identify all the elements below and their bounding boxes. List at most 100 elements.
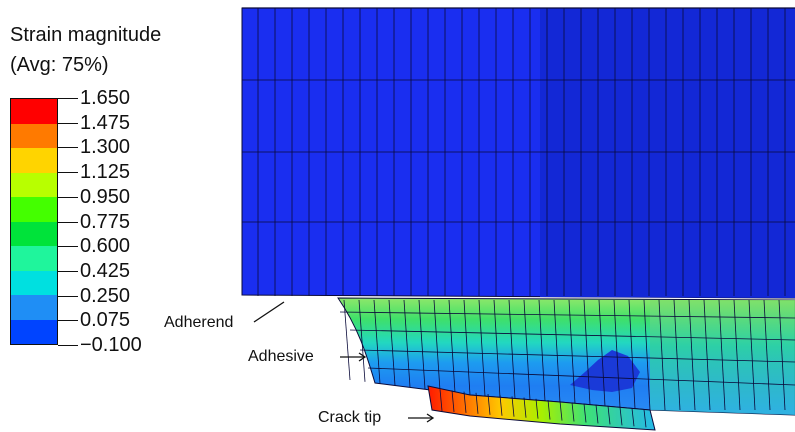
- adhesive-mesh-line: [538, 299, 546, 402]
- adhesive-mesh-line: [373, 299, 381, 384]
- adhesive-mesh-line: [493, 299, 501, 398]
- legend-tick-mark: [58, 345, 78, 346]
- crack-mesh-grid: [439, 389, 647, 428]
- crack-mesh-line: [511, 396, 515, 417]
- crack-mesh-line: [451, 390, 455, 412]
- crack-mesh-line: [475, 392, 479, 414]
- adherend-leader-line: [253, 301, 285, 323]
- adhesive-mesh-line: [418, 299, 426, 390]
- legend-title: Strain magnitude: [10, 24, 162, 46]
- crack-mesh-line: [619, 407, 623, 426]
- crack-mesh-line: [487, 393, 491, 415]
- legend-tick-mark: [58, 197, 78, 198]
- adhesive-mesh-line: [358, 299, 366, 382]
- legend-tick-mark: [58, 123, 78, 124]
- color-legend-bar: [10, 98, 58, 345]
- legend-band-8: [11, 295, 57, 320]
- legend-tick-mark: [58, 246, 78, 247]
- legend-band-2: [11, 148, 57, 173]
- legend-tick-label: 0.775: [80, 211, 131, 233]
- adhesive-mesh-line: [367, 367, 795, 386]
- adhesive-label: Adhesive: [248, 348, 314, 365]
- adhesive-mesh-line: [388, 299, 396, 386]
- legend-tick-label: 1.300: [80, 136, 131, 158]
- crack-mesh-line: [595, 404, 599, 424]
- adhesive-mesh-line: [523, 299, 531, 401]
- adhesive-mesh-line: [403, 299, 411, 388]
- legend-tick-label: 0.600: [80, 235, 131, 257]
- adherend-label: Adherend: [164, 314, 234, 331]
- low-strain-region: [570, 350, 640, 392]
- adhesive-mesh-line: [463, 299, 471, 396]
- adhesive-mesh-line: [628, 299, 636, 409]
- crack-mesh-line: [547, 399, 551, 420]
- legend-band-6: [11, 246, 57, 271]
- legend-tick-label: 0.250: [80, 285, 131, 307]
- crack-mesh-line: [499, 395, 503, 416]
- legend-band-9: [11, 319, 57, 344]
- adhesive-mesh-line: [349, 329, 795, 341]
- crack-mesh-line: [643, 409, 647, 428]
- adhesive-mesh-line: [598, 299, 606, 407]
- adhesive-mesh-line: [343, 299, 351, 381]
- legend-tick-mark: [58, 147, 78, 148]
- adhesive-mesh-grid: [339, 299, 795, 411]
- legend-tick-mark: [58, 271, 78, 272]
- legend-band-3: [11, 172, 57, 197]
- adhesive-mesh-line: [478, 299, 486, 397]
- adhesive-mesh-line: [778, 299, 786, 411]
- crack-mesh-line: [559, 401, 563, 421]
- adhesive-mesh-line: [508, 299, 516, 399]
- legend-band-0: [11, 99, 57, 124]
- legend-tick-mark: [58, 172, 78, 173]
- adhesive-mesh-line: [339, 311, 795, 319]
- adhesive-mesh-line: [433, 299, 441, 391]
- adhesive-mesh-line: [718, 299, 726, 411]
- crack-mesh-line: [631, 408, 635, 427]
- adhesive-mesh-line: [613, 299, 621, 408]
- legend-tick-label: 1.475: [80, 112, 131, 134]
- adhesive-mesh-line: [733, 299, 741, 411]
- crack-mesh-line: [439, 389, 443, 411]
- adhesive-mesh-line: [583, 299, 591, 405]
- adhesive-mesh-line: [643, 299, 651, 411]
- adhesive-mesh-line: [688, 299, 696, 411]
- crack-mesh-line: [523, 397, 527, 418]
- crack-mesh-line: [535, 398, 539, 419]
- adhesive-mesh-line: [553, 299, 561, 403]
- legend-tick-mark: [58, 320, 78, 321]
- legend-tick-mark: [58, 296, 78, 297]
- adherend-block-shaded: [540, 8, 795, 298]
- adhesive-mesh-line: [568, 299, 576, 404]
- crack-mesh-line: [607, 405, 611, 425]
- legend-band-4: [11, 197, 57, 222]
- legend-tick-label: 0.075: [80, 309, 131, 331]
- adherend-mesh-grid: [242, 7, 795, 296]
- crack-mesh-line: [571, 402, 575, 422]
- adhesive-arrow-head: [358, 352, 367, 362]
- legend-tick-mark: [58, 98, 78, 99]
- legend-subtitle: (Avg: 75%): [10, 54, 109, 76]
- adhesive-mesh-line: [703, 299, 711, 411]
- crack-tip-arrow-head: [426, 413, 435, 423]
- legend-tick-label: 0.425: [80, 260, 131, 282]
- adhesive-mesh-line: [763, 299, 771, 411]
- legend-tick-label: 0.950: [80, 186, 131, 208]
- legend-tick-label: 1.650: [80, 87, 131, 109]
- legend-tick-label: 1.125: [80, 161, 131, 183]
- adhesive-mesh-line: [658, 299, 666, 411]
- legend-band-7: [11, 270, 57, 295]
- legend-tick-mark: [58, 222, 78, 223]
- legend-band-5: [11, 221, 57, 246]
- crack-mesh-line: [583, 403, 587, 423]
- crack-tip-label: Crack tip: [318, 409, 382, 426]
- adhesive-mesh-line: [359, 349, 795, 363]
- adhesive-mesh-line: [748, 299, 756, 411]
- adhesive-mesh-line: [673, 299, 681, 411]
- crack-mesh-line: [463, 391, 467, 413]
- adhesive-mesh-line: [448, 299, 456, 393]
- legend-band-1: [11, 123, 57, 148]
- legend-tick-label: −0.100: [80, 334, 142, 356]
